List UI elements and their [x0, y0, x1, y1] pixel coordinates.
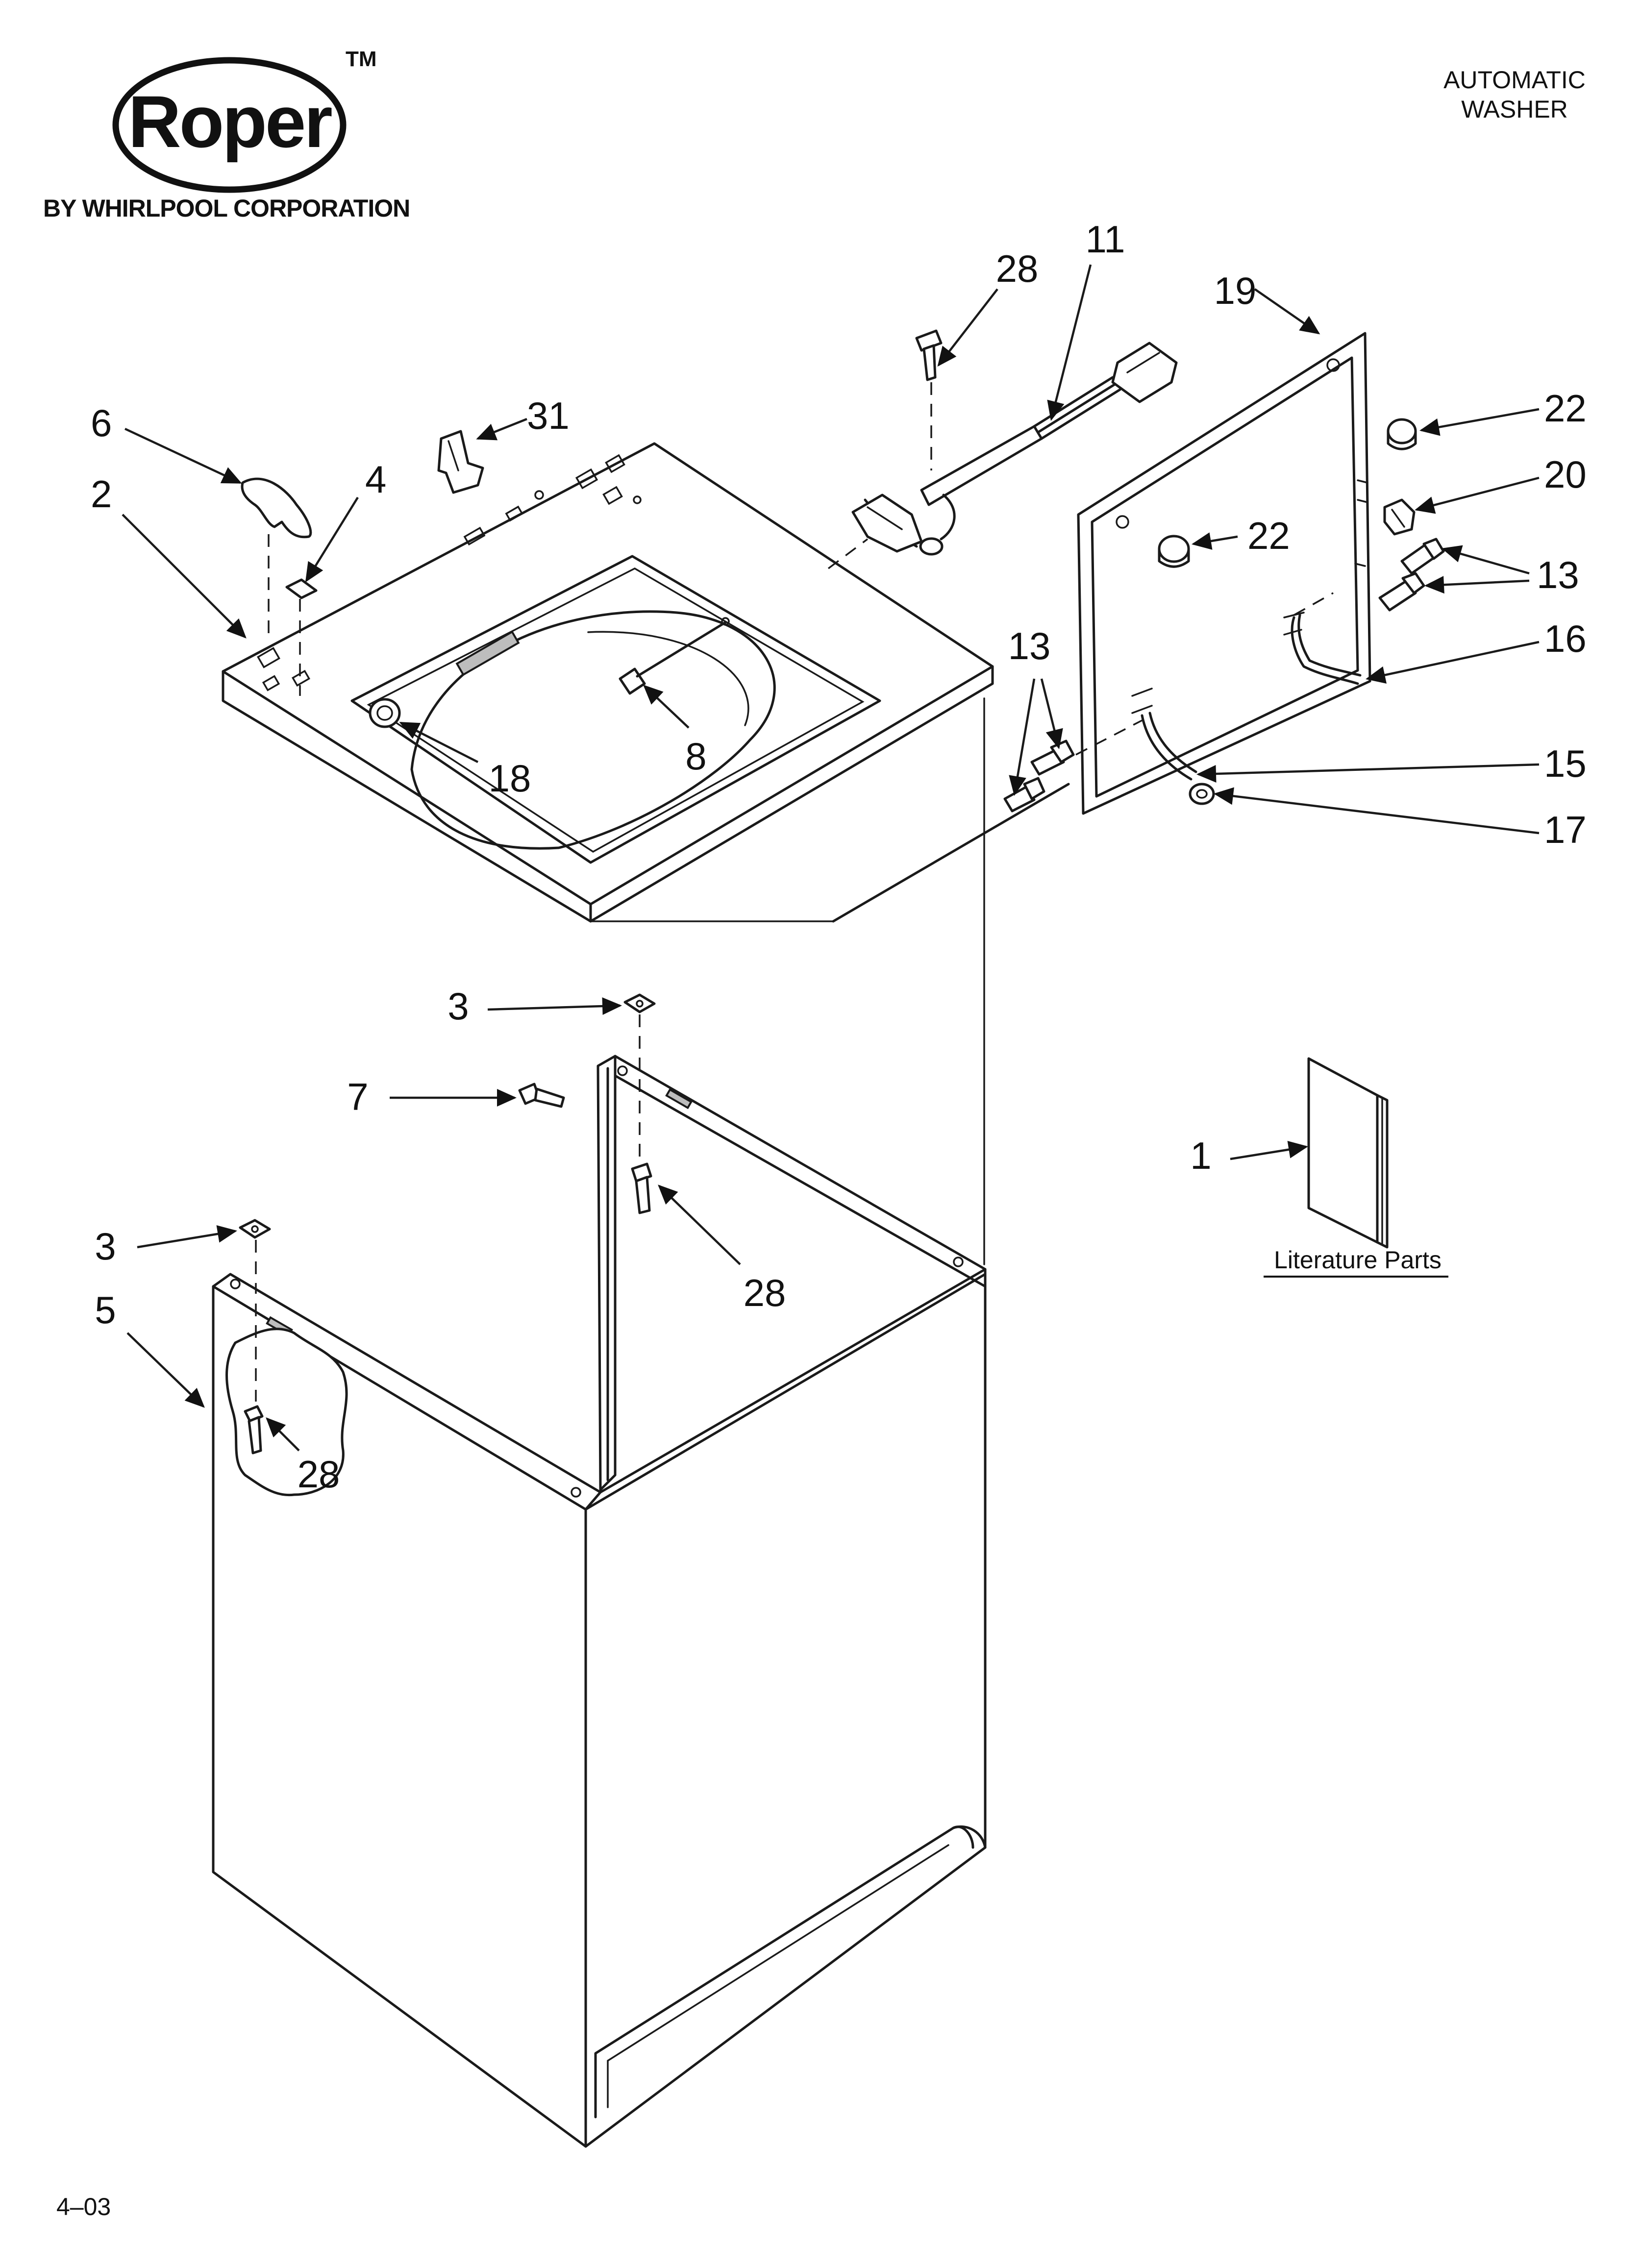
callout-28-middle: 28 — [744, 1271, 786, 1314]
part-20-knob-clip — [1383, 498, 1416, 536]
callout-3-upper: 3 — [448, 985, 469, 1028]
part-13-screw-left-a — [1030, 740, 1075, 776]
callout-7: 7 — [347, 1075, 368, 1118]
part-3-nut-upper — [623, 993, 656, 1166]
roper-logo: Roper TM — [112, 47, 377, 193]
trademark-mark: TM — [346, 47, 377, 71]
callout-18: 18 — [489, 757, 531, 800]
callout-28-top: 28 — [996, 247, 1039, 290]
part-19-console-frame — [1077, 332, 1371, 815]
washer-top-panel — [222, 442, 1070, 923]
part-18-hinge-pin — [369, 698, 401, 728]
brand-byline: BY WHIRLPOOL CORPORATION — [43, 195, 410, 222]
callout-20: 20 — [1544, 453, 1587, 496]
part-5-cabinet — [212, 1055, 987, 2148]
literature-parts-label: Literature Parts — [1274, 1246, 1442, 1274]
part-3-nut-lower — [239, 1219, 271, 1294]
part-22-grommet-b — [1158, 535, 1190, 568]
callout-15: 15 — [1544, 742, 1587, 785]
callout-19: 19 — [1214, 269, 1257, 312]
callout-13-left: 13 — [1008, 624, 1051, 667]
brand-name: Roper — [128, 80, 332, 163]
callout-17: 17 — [1544, 808, 1587, 851]
callout-11: 11 — [1086, 218, 1125, 261]
callout-6: 6 — [91, 401, 112, 444]
part-28-screw-middle — [631, 1162, 652, 1214]
callout-5: 5 — [95, 1288, 116, 1331]
callout-28-cabinet: 28 — [298, 1453, 340, 1496]
callout-4: 4 — [365, 458, 386, 501]
callout-numbers: 6 2 4 31 28 11 19 22 20 22 13 16 13 15 1… — [91, 218, 1587, 1496]
callout-3-lower: 3 — [95, 1225, 116, 1268]
part-28-screw-cabinet — [244, 1304, 264, 1454]
part-16-hose — [1283, 592, 1362, 685]
part-8-screw — [619, 617, 730, 695]
part-11-wiring-harness — [827, 342, 1178, 569]
callout-16: 16 — [1544, 617, 1587, 660]
document-title-line-2: WASHER — [1461, 96, 1568, 123]
callout-13-right: 13 — [1537, 553, 1579, 596]
document-title-line-1: AUTOMATIC — [1443, 66, 1586, 94]
callout-1: 1 — [1190, 1134, 1211, 1177]
part-4-nut — [285, 578, 318, 696]
part-15-drain-tube — [1075, 688, 1197, 781]
part-28-screw-top — [915, 329, 943, 470]
part-13-screw-lower-right — [1378, 572, 1425, 612]
part-17-cap — [1189, 783, 1215, 805]
part-7-screw — [518, 1083, 565, 1108]
callout-22-upper: 22 — [1544, 387, 1587, 430]
callout-2: 2 — [91, 472, 112, 516]
part-1-literature-booklet — [1307, 1057, 1389, 1249]
callout-leaders — [122, 264, 1540, 1452]
callout-31: 31 — [527, 394, 570, 437]
part-22-grommet-a — [1387, 418, 1417, 450]
callout-22-lower: 22 — [1247, 514, 1290, 557]
part-13-screw-left-b — [1003, 777, 1045, 813]
part-6-hose-clip — [241, 477, 312, 642]
footer-code: 4–03 — [56, 2193, 111, 2220]
part-31-clip — [437, 430, 484, 494]
part-13-screw-upper-right — [1400, 538, 1445, 575]
callout-8: 8 — [685, 735, 706, 778]
